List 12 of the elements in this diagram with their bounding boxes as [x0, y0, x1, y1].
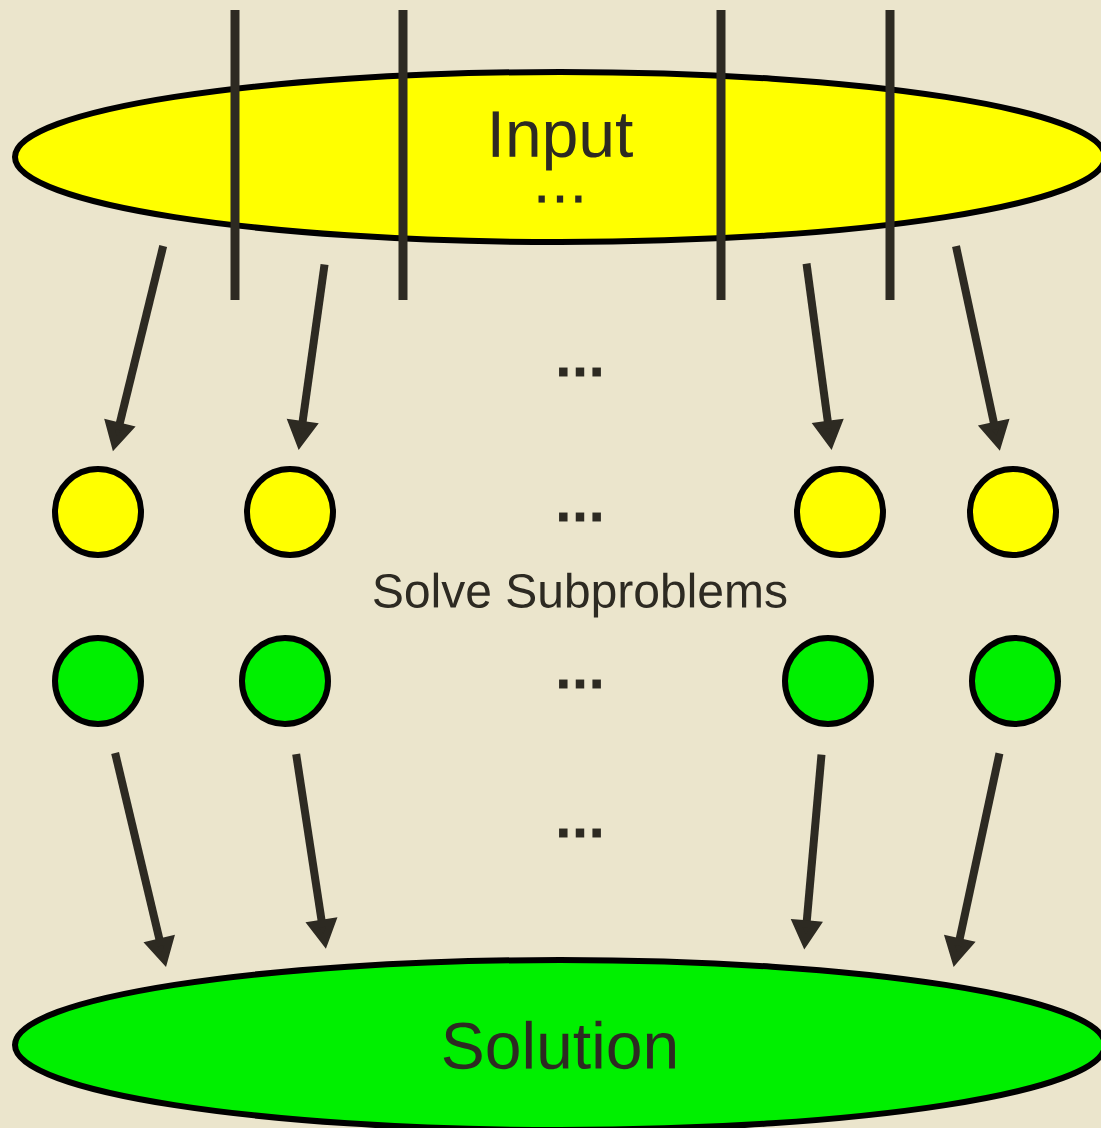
ellipsis-mark: ...	[559, 512, 601, 522]
subproblem-circle	[782, 635, 874, 727]
ellipsis-mark: ...	[559, 828, 601, 838]
ellipsis-mark: ...	[559, 679, 601, 689]
subproblem-circle	[239, 635, 331, 727]
subproblem-circle	[52, 466, 144, 558]
subproblem-circle	[244, 466, 336, 558]
caption-text: Solve Subproblems	[374, 572, 787, 618]
subproblem-circle	[52, 635, 144, 727]
ellipsis-mark: ...	[559, 367, 601, 377]
subproblem-circle	[967, 466, 1059, 558]
subproblem-circle	[969, 635, 1061, 727]
